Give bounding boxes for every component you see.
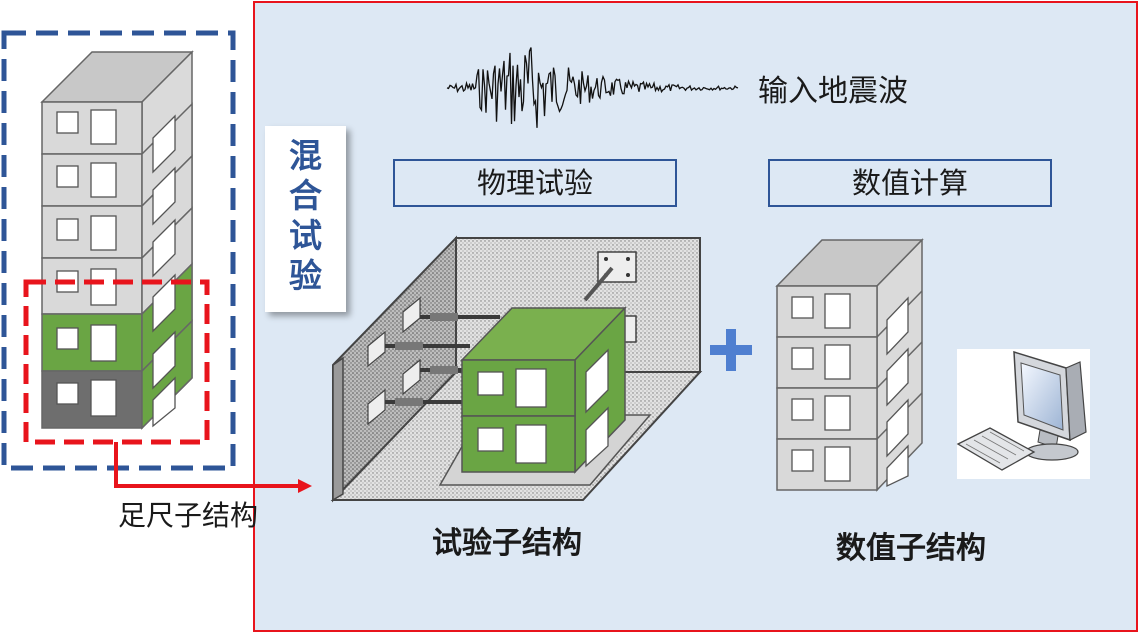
building-frame-dashed (1, 30, 236, 471)
test-rig (330, 235, 703, 503)
physical-test-box: 物理试验 (393, 159, 677, 207)
seismic-wave-icon (446, 47, 739, 128)
numerical-calc-box: 数值计算 (768, 159, 1052, 207)
test-substructure-label: 试验子结构 (432, 526, 582, 561)
full-scale-substructure-label: 足尺子结构 (118, 499, 259, 532)
full-building (40, 50, 194, 430)
hybrid-test-title-box: 混合试验 (265, 126, 346, 312)
hybrid-test-title: 混合试验 (289, 136, 322, 295)
numerical-substructure-label: 数值子结构 (836, 531, 986, 566)
plus-icon (710, 329, 752, 371)
input-wave-label: 输入地震波 (758, 74, 908, 109)
arrow-icon (114, 442, 312, 493)
numerical-building (775, 238, 924, 492)
substructure-frame-dashed (23, 279, 210, 445)
computer-icon (956, 349, 1090, 479)
